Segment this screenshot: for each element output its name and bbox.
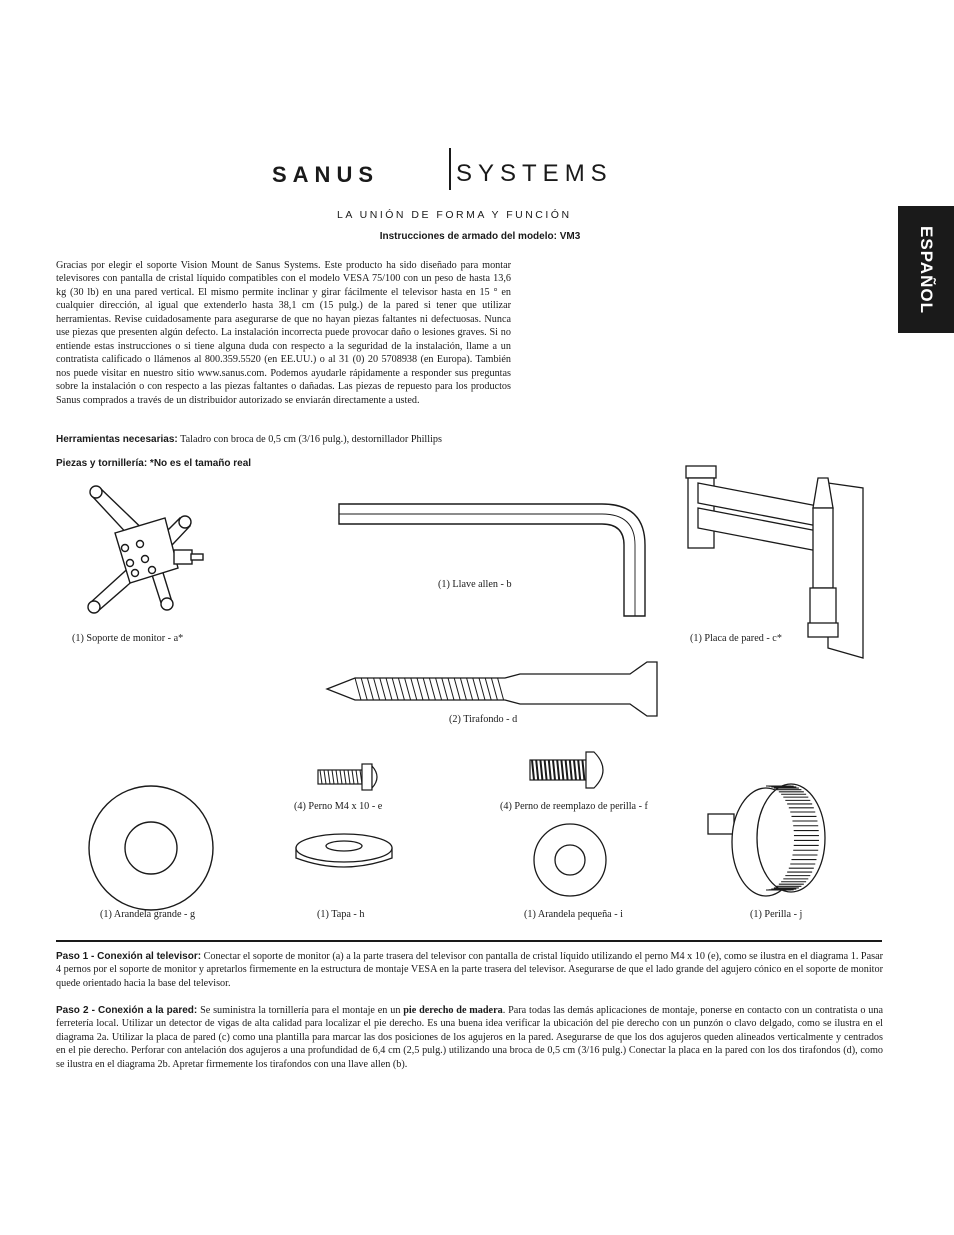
wall-plate-illustration: [685, 465, 864, 659]
logo-systems: SYSTEMS: [456, 160, 613, 187]
intro-paragraph: Gracias por elegir el soporte Vision Mou…: [56, 260, 511, 406]
step-1-text: Conectar el soporte de monitor (a) a la …: [56, 951, 883, 989]
part-label-b: (1) Llave allen - b: [438, 579, 512, 590]
large-washer-illustration: [88, 785, 214, 911]
pieces-heading: Piezas y tornillería: *No es el tamaño r…: [56, 458, 252, 469]
cap-illustration: [295, 833, 393, 868]
tools-text: Taladro con broca de 0,5 cm (3/16 pulg.)…: [177, 434, 442, 445]
part-label-d: (2) Tirafondo - d: [449, 714, 518, 725]
logo-sanus: SANUS: [272, 162, 380, 187]
m4-bolt-illustration: [317, 763, 378, 791]
lag-bolt-illustration: [325, 661, 658, 717]
tools-label: Herramientas necesarias:: [56, 434, 178, 445]
step-2-text-b: . Para todas las demás aplicaciones de m…: [56, 1005, 884, 1070]
language-tab: ESPAÑOL: [898, 206, 954, 333]
step-2-label: Paso 2 - Conexión a la pared:: [56, 1005, 198, 1016]
part-label-h: (1) Tapa - h: [317, 909, 365, 920]
sanus-logo: SANUS SYSTEMS: [272, 148, 672, 190]
step-1: Paso 1 - Conexión al televisor: Conectar…: [56, 950, 883, 990]
step-2: Paso 2 - Conexión a la pared: Se suminis…: [56, 1004, 883, 1071]
part-label-f: (4) Perno de reemplazo de perilla - f: [500, 801, 648, 812]
knob-replacement-bolt-illustration: [529, 751, 604, 789]
logo-divider: [449, 148, 451, 190]
part-label-c: (1) Placa de pared - c*: [690, 633, 782, 644]
tagline: LA UNIÓN DE FORMA Y FUNCIÓN: [337, 209, 572, 221]
page-title: Instrucciones de armado del modelo: VM3: [379, 231, 581, 242]
section-divider: [56, 940, 882, 942]
knob-illustration: [707, 783, 826, 897]
step-2-text-a: Se suministra la tornillería para el mon…: [197, 1005, 404, 1016]
step-2-text-bold: pie derecho de madera: [403, 1005, 503, 1016]
part-label-e: (4) Perno M4 x 10 - e: [294, 801, 383, 812]
part-label-g: (1) Arandela grande - g: [100, 909, 196, 920]
part-label-a: (1) Soporte de monitor - a*: [72, 633, 184, 644]
tools-line: Herramientas necesarias: Taladro con bro…: [56, 434, 756, 445]
allen-key-illustration: [338, 503, 646, 617]
part-label-j: (1) Perilla - j: [750, 909, 803, 920]
language-tab-label: ESPAÑOL: [917, 225, 936, 314]
small-washer-illustration: [533, 823, 607, 897]
monitor-bracket-illustration: [87, 485, 204, 614]
part-label-i: (1) Arandela pequeña - i: [524, 909, 623, 920]
step-1-label: Paso 1 - Conexión al televisor:: [56, 951, 202, 962]
